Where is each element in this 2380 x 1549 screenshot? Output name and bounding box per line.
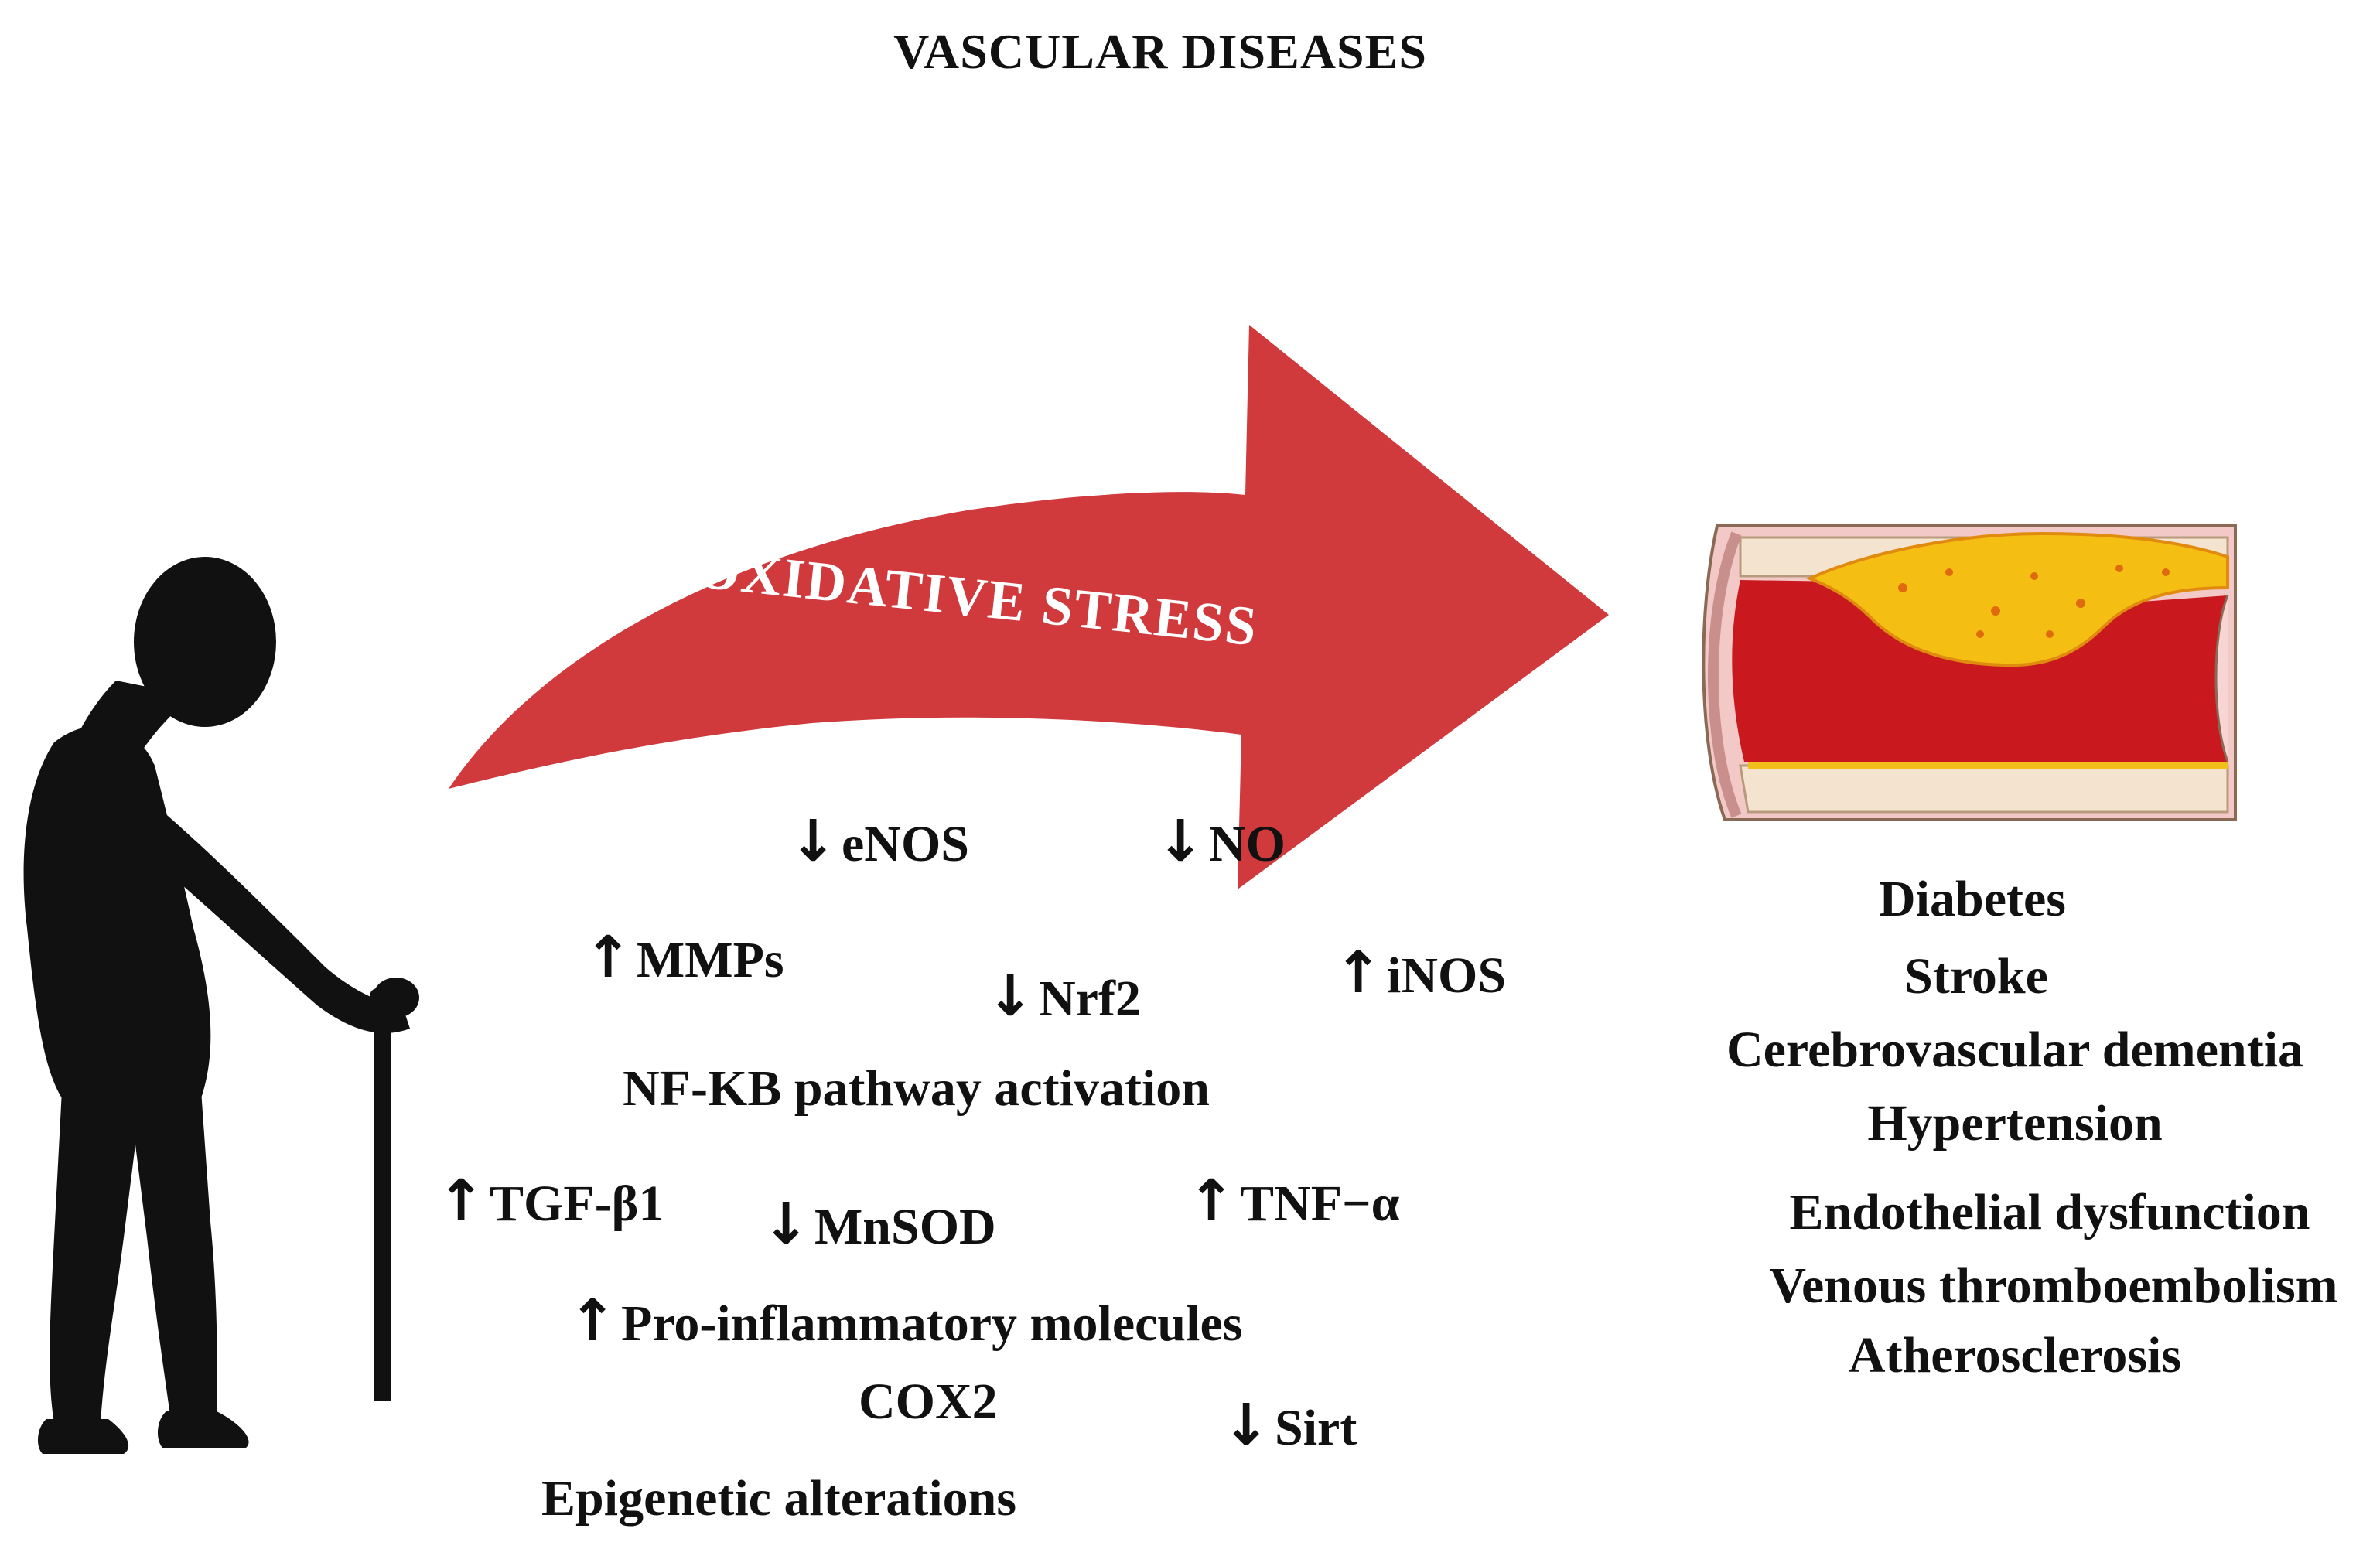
marker-sirt: ↓Sirt [1222, 1392, 1357, 1459]
disease-item: Diabetes [1879, 871, 2066, 927]
down-arrow-icon: ↓ [789, 808, 838, 875]
disease-item: Stroke [1904, 948, 2048, 1005]
person-arm [108, 773, 410, 1033]
marker-tgf-b1: ↑TGF-β1 [437, 1168, 664, 1234]
atherosclerotic-artery-icon [1702, 524, 2237, 821]
oxidative-stress-arrow: OXIDATIVE STRESS [449, 325, 1609, 889]
marker-tnf-a: ↑TNF−α [1187, 1168, 1400, 1234]
up-arrow-icon: ↑ [584, 924, 633, 991]
disease-item: Cerebrovascular dementia [1726, 1022, 2304, 1078]
up-arrow-icon: ↑ [1334, 940, 1383, 1006]
cane-shaft [374, 1005, 391, 1401]
disease-item: Hypertension [1867, 1095, 2163, 1152]
disease-item: Venous thromboembolism [1769, 1257, 2338, 1314]
marker-no: ↓NO [1156, 808, 1286, 875]
artery-cut-end [2214, 595, 2229, 763]
diagram-title: VASCULAR DISEASES [893, 24, 1427, 79]
plaque-speckles [1898, 565, 2170, 638]
marker-nrf2: ↓Nrf2 [986, 963, 1141, 1029]
person-head [134, 557, 276, 727]
up-arrow-icon: ↑ [569, 1288, 617, 1354]
marker-epigenetic: Epigenetic alterations [541, 1470, 1017, 1527]
marker-pro-inflammatory: ↑Pro-inflammatory molecules [569, 1288, 1243, 1354]
disease-item: Endothelial dysfunction [1789, 1184, 2310, 1240]
marker-mnsod: ↓MnSOD [762, 1191, 996, 1257]
marker-mmps: ↑MMPs [584, 924, 784, 991]
down-arrow-icon: ↓ [1222, 1392, 1271, 1459]
person-legs [50, 1090, 217, 1423]
down-arrow-icon: ↓ [1156, 808, 1205, 875]
up-arrow-icon: ↑ [1187, 1168, 1236, 1234]
marker-enos: ↓eNOS [789, 808, 970, 875]
marker-inos: ↑iNOS [1334, 940, 1507, 1006]
arrow-shape [449, 325, 1609, 889]
up-arrow-icon: ↑ [437, 1168, 486, 1234]
disease-item: Atherosclerosis [1848, 1327, 2182, 1384]
elderly-person-with-cane-icon [23, 557, 419, 1454]
artery-opening-rim [1708, 531, 1742, 818]
person-foot-right [157, 1411, 249, 1448]
marker-cox2: COX2 [859, 1373, 998, 1430]
person-foot-left [37, 1419, 129, 1454]
artery-plaque [1805, 531, 2229, 667]
artery-intima-bottom [1748, 762, 2228, 769]
marker-nfkb: NF-KB pathway activation [623, 1060, 1210, 1117]
artery-adventitia-bottom [1739, 764, 2229, 814]
down-arrow-icon: ↓ [986, 963, 1035, 1029]
down-arrow-icon: ↓ [762, 1191, 811, 1257]
